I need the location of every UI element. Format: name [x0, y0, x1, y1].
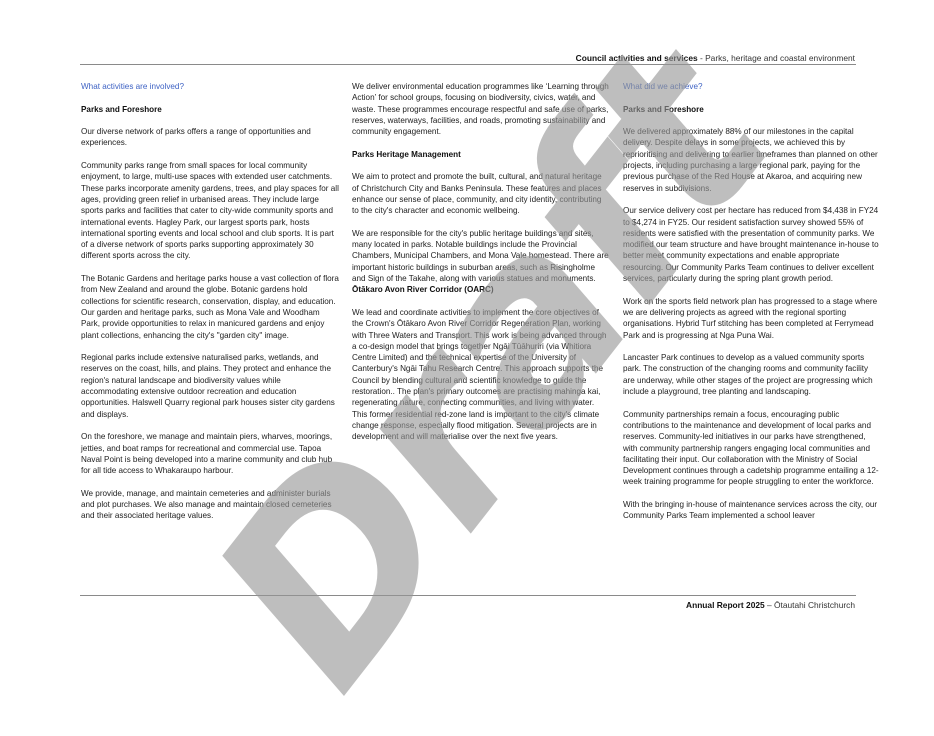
paragraph: We deliver environmental education progr… [352, 82, 609, 137]
column-activities: What activities are involved? Parks and … [81, 81, 339, 533]
subheading-oarc: Ōtākaro Avon River Corridor (OARC) [352, 285, 494, 295]
report-city: – Ōtautahi Christchurch [764, 600, 855, 610]
paragraph: Work on the sports field network plan ha… [623, 296, 878, 340]
subheading-heritage-management: Parks Heritage Management [352, 149, 461, 159]
paragraph: We lead and coordinate activities to imp… [352, 307, 607, 442]
subheading-parks-foreshore: Parks and Foreshore [81, 104, 162, 114]
running-footer: Annual Report 2025 – Ōtautahi Christchur… [686, 600, 855, 610]
paragraph: The Botanic Gardens and heritage parks h… [81, 274, 339, 340]
section-heading-achievements: What did we achieve? [623, 82, 703, 91]
paragraph: Our service delivery cost per hectare ha… [623, 206, 879, 284]
paragraph: Lancaster Park continues to develop as a… [623, 353, 873, 397]
paragraph: We provide, manage, and maintain cemeter… [81, 488, 332, 521]
footer-rule [80, 595, 856, 596]
paragraph: With the bringing in-house of maintenanc… [623, 499, 878, 521]
paragraph: We delivered approximately 88% of our mi… [623, 127, 878, 193]
column-achievements: What did we achieve? Parks and Foreshore… [623, 81, 881, 533]
section-subtitle: - Parks, heritage and coastal environmen… [697, 53, 855, 63]
running-header: Council activities and services - Parks,… [576, 53, 855, 63]
document-page: Council activities and services - Parks,… [80, 0, 881, 736]
paragraph: We are responsible for the city's public… [352, 228, 609, 284]
section-title: Council activities and services [575, 53, 698, 63]
report-title: Annual Report 2025 [686, 600, 765, 610]
section-heading-activities: What activities are involved? [81, 82, 184, 91]
header-rule [80, 64, 856, 65]
paragraph: On the foreshore, we manage and maintain… [81, 432, 333, 476]
paragraph: We aim to protect and promote the built,… [352, 172, 602, 216]
subheading-parks-foreshore: Parks and Foreshore [623, 104, 704, 114]
paragraph: Community partnerships remain a focus, e… [623, 409, 879, 487]
paragraph: Regional parks include extensive natural… [81, 353, 335, 419]
column-continued: We deliver environmental education progr… [352, 81, 610, 454]
paragraph: Community parks range from small spaces … [81, 161, 339, 261]
paragraph: Our diverse network of parks offers a ra… [81, 127, 311, 148]
